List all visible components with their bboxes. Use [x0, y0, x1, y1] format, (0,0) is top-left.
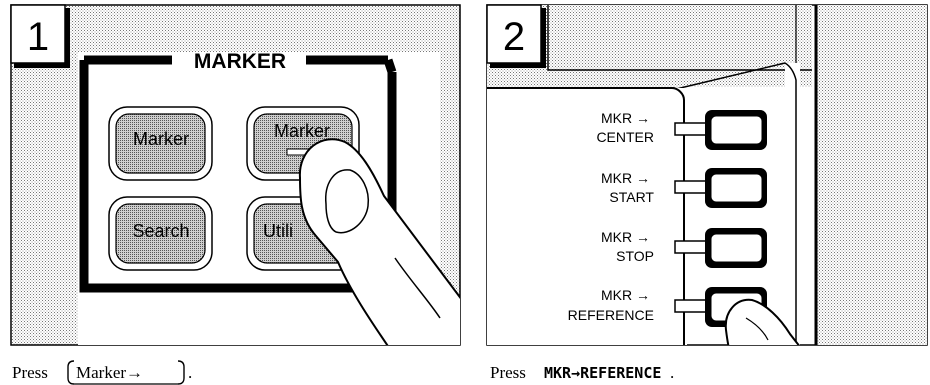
panel-title-marker: MARKER — [194, 50, 286, 73]
step-number-badge-1: 1 — [11, 5, 70, 68]
softkey-label-center-line1: MKR → — [601, 110, 650, 126]
step-number-2: 2 — [503, 15, 525, 59]
caption-key-marker-arrow: Marker→ — [68, 360, 184, 384]
softkey-label-center-line2: CENTER — [596, 129, 654, 145]
softkey-label-reference-line2: REFERENCE — [568, 307, 654, 323]
caption-step1-suffix: . — [188, 363, 192, 382]
marker-key[interactable]: Marker — [109, 107, 212, 180]
search-key[interactable]: Search — [109, 197, 212, 270]
utility-key-label: Utili — [263, 221, 293, 241]
caption-step1: Press Marker→ . — [12, 360, 192, 384]
softkey-label-stop-line1: MKR → — [601, 229, 650, 245]
marker-key-label: Marker — [133, 129, 189, 149]
caption-step2-prefix: Press — [490, 363, 526, 382]
search-key-label: Search — [132, 221, 189, 241]
caption-step2: Press MKR→REFERENCE . — [490, 363, 674, 382]
softkey-label-start-line2: START — [609, 189, 654, 205]
step-number-badge-2: 2 — [487, 5, 546, 68]
softkey-label-reference-line1: MKR → — [601, 287, 650, 303]
marker-arrow-key-label: Marker — [274, 121, 330, 141]
caption-step2-suffix: . — [670, 363, 674, 382]
caption-softkey-mkr-reference: MKR→REFERENCE — [544, 364, 661, 382]
step2-panel: MKR → CENTER MKR → START MKR → STOP — [487, 5, 927, 352]
caption-step1-prefix: Press — [12, 363, 48, 382]
caption-key-marker-arrow-label: Marker→ — [76, 363, 143, 382]
step1-panel: MARKER Marker Marker Search — [11, 5, 462, 352]
softkey-label-stop-line2: STOP — [616, 248, 654, 264]
step-number-1: 1 — [27, 15, 49, 59]
softkey-label-start-line1: MKR → — [601, 170, 650, 186]
